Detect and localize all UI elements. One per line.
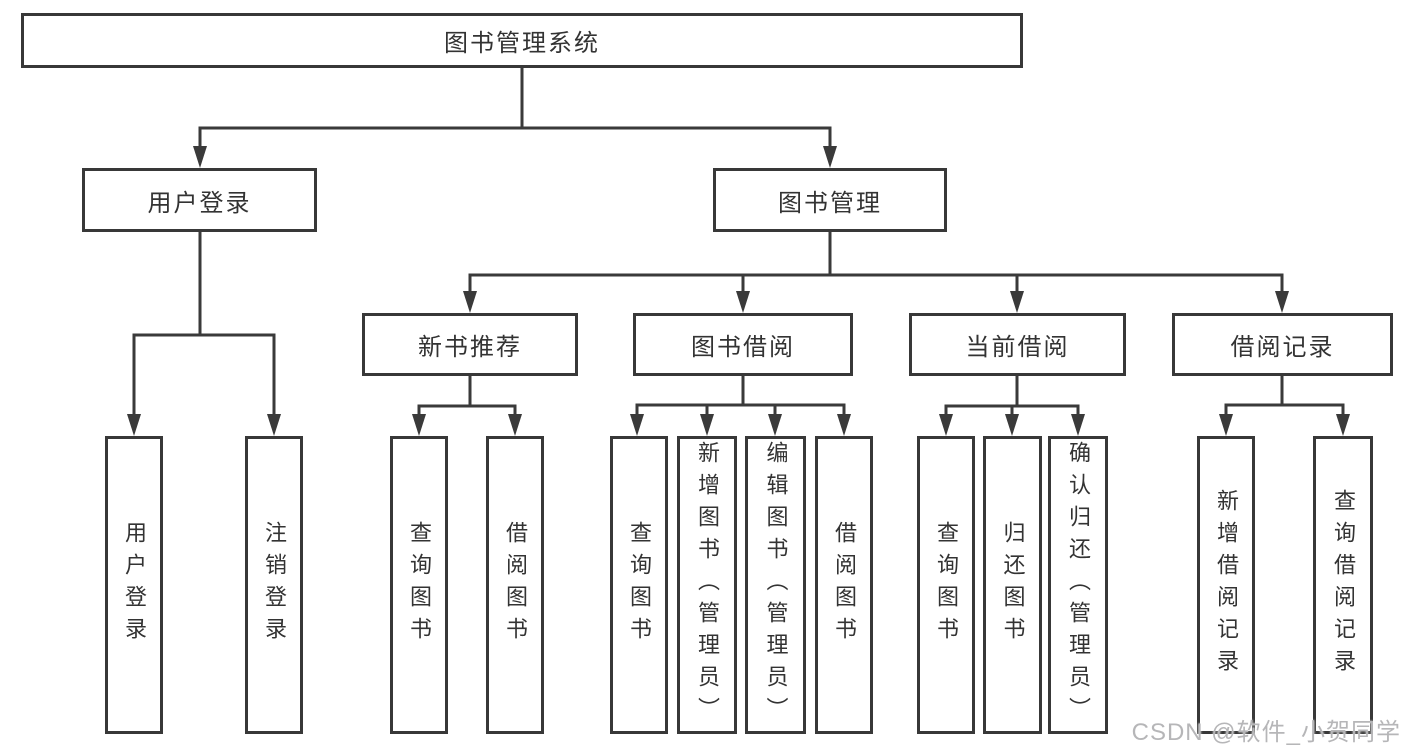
leaf-br-add-record: 新增借阅记录	[1197, 436, 1255, 734]
arrow-down-icon	[768, 414, 782, 436]
node-user-login: 用户登录	[82, 168, 317, 232]
arrow-down-icon	[700, 414, 714, 436]
arrow-down-icon	[267, 414, 281, 436]
leaf-logout-login: 注销登录	[245, 436, 303, 734]
leaf-br-query-record: 查询借阅记录	[1313, 436, 1373, 734]
leaf-nbr-borrow-books: 借阅图书	[486, 436, 544, 734]
leaf-nbr-query-books: 查询图书	[390, 436, 448, 734]
leaf-user-login: 用户登录	[105, 436, 163, 734]
arrow-down-icon	[1219, 414, 1233, 436]
leaf-bb-add-books-admin: 新增图书（管理员）	[677, 436, 737, 734]
node-borrow-records: 借阅记录	[1172, 313, 1393, 376]
arrow-down-icon	[508, 414, 522, 436]
arrow-down-icon	[736, 291, 750, 313]
arrow-down-icon	[463, 291, 477, 313]
arrow-down-icon	[1275, 291, 1289, 313]
leaf-cb-confirm-return-admin: 确认归还（管理员）	[1048, 436, 1108, 734]
csdn-watermark: CSDN @软件_小贺同学	[1131, 719, 1401, 746]
arrow-down-icon	[193, 146, 207, 168]
arrow-down-icon	[837, 414, 851, 436]
arrowheads	[127, 146, 1350, 436]
leaf-cb-return-books: 归还图书	[983, 436, 1042, 734]
arrow-down-icon	[823, 146, 837, 168]
node-book-management: 图书管理	[713, 168, 947, 232]
arrow-down-icon	[412, 414, 426, 436]
leaf-bb-borrow-books: 借阅图书	[815, 436, 873, 734]
node-book-borrow: 图书借阅	[633, 313, 853, 376]
node-current-borrow: 当前借阅	[909, 313, 1126, 376]
arrow-down-icon	[630, 414, 644, 436]
leaf-cb-query-books: 查询图书	[917, 436, 975, 734]
arrow-down-icon	[939, 414, 953, 436]
leaf-bb-query-books: 查询图书	[610, 436, 668, 734]
node-root: 图书管理系统	[21, 13, 1023, 68]
arrow-down-icon	[1336, 414, 1350, 436]
arrow-down-icon	[1010, 291, 1024, 313]
arrow-down-icon	[1005, 414, 1019, 436]
node-new-book-recommend: 新书推荐	[362, 313, 578, 376]
arrow-down-icon	[127, 414, 141, 436]
leaf-bb-edit-books-admin: 编辑图书（管理员）	[745, 436, 806, 734]
arrow-down-icon	[1071, 414, 1085, 436]
